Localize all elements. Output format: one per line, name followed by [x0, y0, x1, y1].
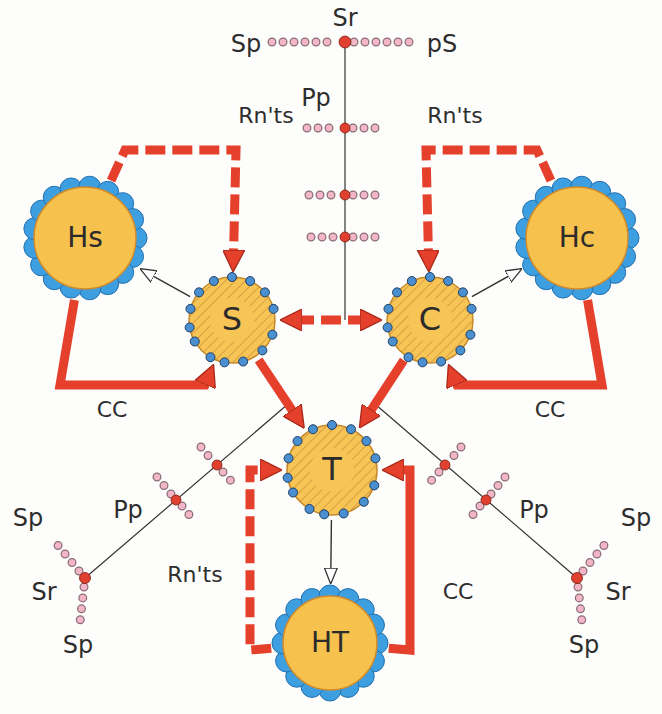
surface-dot	[458, 288, 467, 297]
chain-label: pS	[425, 31, 459, 57]
ringed-circle: HT	[271, 584, 389, 702]
hatched-circle: S	[184, 272, 280, 368]
bead-chain	[52, 42, 610, 622]
secretion-arrow	[472, 274, 512, 297]
ringed-circle: Hc	[514, 175, 640, 301]
circle-body	[387, 277, 473, 363]
chain-label: Pp	[517, 497, 551, 523]
node-letter: HT	[311, 628, 349, 659]
surface-dot	[456, 346, 465, 355]
circle-center	[210, 298, 254, 342]
surface-dot	[268, 330, 277, 339]
surface-dot	[444, 277, 453, 286]
chain-line	[85, 42, 577, 578]
node-letter: Hc	[559, 223, 595, 254]
surface-dot	[466, 330, 475, 339]
surface-dot	[190, 337, 199, 346]
surface-dot	[206, 353, 215, 362]
surface-dot	[308, 425, 317, 434]
circle-hatch	[387, 277, 473, 363]
chain-label: Sp	[619, 505, 653, 531]
chain-label: Sr	[330, 5, 359, 31]
surface-dot	[426, 273, 435, 282]
secretion-arrow	[150, 274, 190, 297]
connector-label: CC	[533, 398, 568, 422]
surface-dot	[371, 454, 380, 463]
surface-dot	[269, 304, 278, 313]
surface-dot	[320, 510, 329, 519]
ringed-circle: Hs	[22, 175, 148, 301]
circle-center	[408, 298, 452, 342]
surface-dot	[289, 488, 298, 497]
circle-hatch	[287, 425, 377, 515]
node-letter: T	[322, 452, 342, 487]
chain-label: Pp	[299, 85, 333, 111]
connector-label: CC	[441, 580, 476, 604]
connector-label: CC	[95, 398, 130, 422]
surface-dot	[467, 304, 476, 313]
feedback-arrow	[60, 300, 208, 385]
surface-dot	[347, 425, 356, 434]
surface-dot	[437, 357, 446, 366]
surface-dot	[384, 304, 393, 313]
surface-dot	[393, 288, 402, 297]
chain-label: Sp	[61, 632, 95, 658]
chain-label: Sr	[29, 579, 58, 605]
surface-dot	[284, 454, 293, 463]
surface-dot	[283, 473, 292, 482]
circle-body	[189, 277, 275, 363]
surface-dot	[220, 358, 229, 367]
surface-dot	[362, 437, 371, 446]
surface-dot	[407, 277, 416, 286]
chain-label: Sp	[567, 632, 601, 658]
chain-label: Pp	[111, 497, 145, 523]
circle-center	[310, 448, 354, 492]
feedback-arrow	[389, 470, 410, 650]
surface-dot	[305, 504, 314, 513]
feedback-arrow	[367, 360, 404, 416]
surface-dot	[209, 277, 218, 286]
surface-dot	[186, 304, 195, 313]
chain-label: Sp	[11, 505, 45, 531]
surface-dot	[239, 357, 248, 366]
surface-dot	[195, 288, 204, 297]
connector-label: Rn'ts	[425, 104, 484, 128]
node-letter: C	[419, 302, 441, 337]
surface-dot	[383, 323, 392, 332]
surface-dot	[185, 323, 194, 332]
connector-label: Rn'ts	[236, 104, 295, 128]
circle-hatch	[189, 277, 275, 363]
surface-dot	[388, 337, 397, 346]
chain-label: Sp	[229, 31, 263, 57]
surface-dot	[258, 346, 267, 355]
circle-body	[287, 425, 377, 515]
surface-dot	[370, 481, 379, 490]
secretion-arrow	[330, 520, 332, 573]
hatched-circle: T	[282, 420, 382, 520]
surface-dot	[260, 288, 269, 297]
surface-dot	[359, 497, 368, 506]
feedback-arrow	[454, 300, 602, 385]
surface-dot	[339, 509, 348, 518]
chain-knot	[80, 36, 583, 584]
node-letter: Hs	[67, 223, 103, 254]
surface-dot	[228, 273, 237, 282]
surface-dot	[328, 421, 337, 430]
connector-label: Rn'ts	[165, 563, 224, 587]
circle-body	[34, 187, 136, 289]
surface-dot	[246, 277, 255, 286]
node-letter: S	[222, 302, 242, 337]
feedback-arrow	[294, 316, 368, 325]
circle-body	[283, 596, 377, 690]
feedback-arrow	[250, 470, 271, 650]
hatched-circle: C	[382, 272, 478, 368]
surface-dot	[293, 437, 302, 446]
circle-body	[526, 187, 628, 289]
chain-label: Sr	[603, 579, 632, 605]
surface-dot	[418, 358, 427, 367]
surface-dot	[404, 353, 413, 362]
feedback-arrow	[259, 360, 297, 417]
